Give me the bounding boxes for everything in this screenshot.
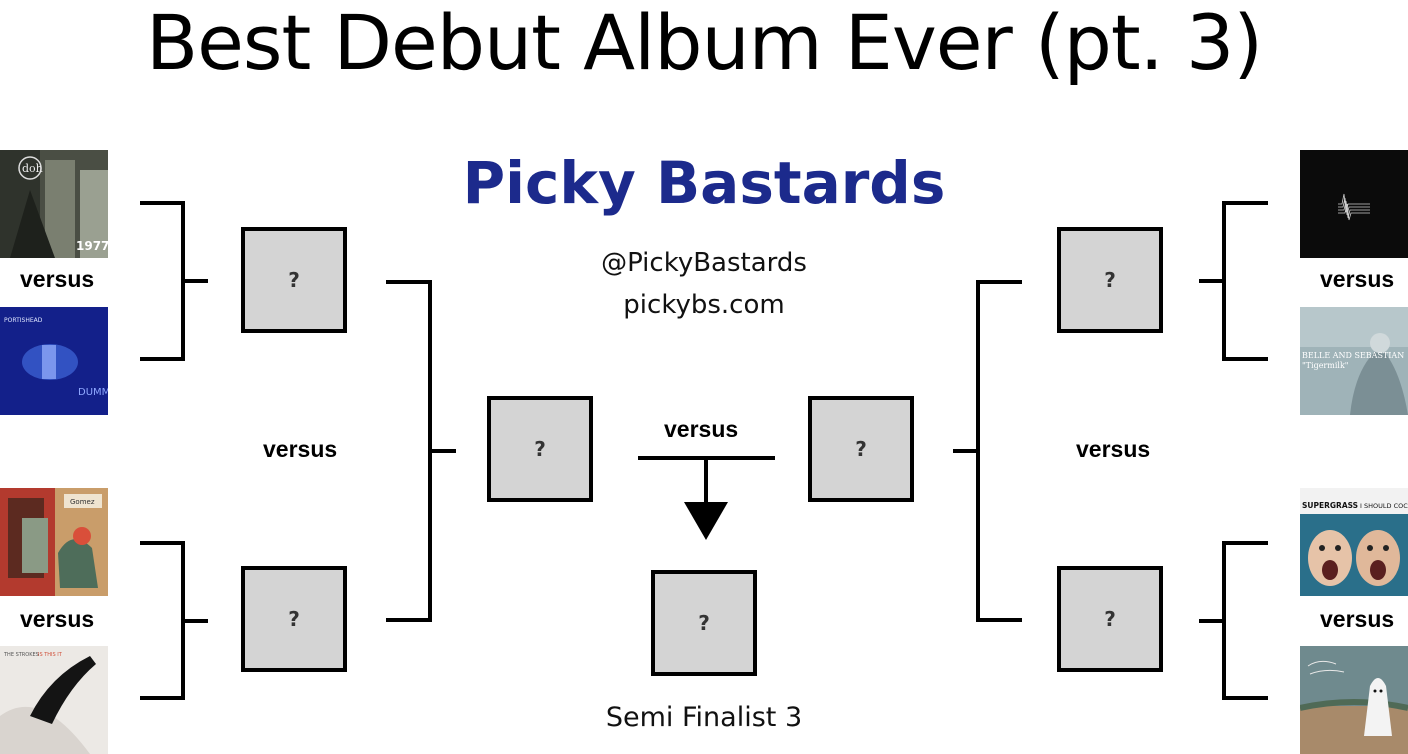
bracket-slot-winner[interactable]: ?: [651, 570, 757, 676]
semi-finalist-label: Semi Finalist 3: [605, 702, 803, 733]
bracket-slot-left-bottom[interactable]: ?: [241, 566, 347, 672]
page-title: Best Debut Album Ever (pt. 3): [146, 0, 1263, 87]
versus-label-center: versus: [664, 416, 739, 442]
svg-text:doh: doh: [22, 162, 43, 175]
versus-label-left-middle: versus: [263, 436, 338, 462]
album-cover-right-3[interactable]: SUPERGRASS I SHOULD COCO: [1300, 488, 1408, 596]
svg-text:THE STROKES: THE STROKES: [3, 652, 39, 658]
bracket-slot-left-semi[interactable]: ?: [487, 396, 593, 502]
svg-text:DUMMY: DUMMY: [78, 387, 108, 398]
svg-text:IS THIS IT: IS THIS IT: [38, 652, 63, 658]
bracket-slot-right-bottom[interactable]: ?: [1057, 566, 1163, 672]
bracket-slot-right-semi[interactable]: ?: [808, 396, 914, 502]
svg-text:BELLE AND SEBASTIAN: BELLE AND SEBASTIAN: [1302, 351, 1404, 360]
brand-name: Picky Bastards: [462, 149, 946, 217]
svg-text:I SHOULD COCO: I SHOULD COCO: [1360, 502, 1408, 510]
down-arrow-icon: [684, 502, 728, 540]
svg-text:PORTISHEAD: PORTISHEAD: [4, 317, 43, 324]
album-cover-left-2[interactable]: PORTISHEAD DUMMY: [0, 307, 108, 415]
versus-label-right-middle: versus: [1076, 436, 1151, 462]
svg-text:SUPERGRASS: SUPERGRASS: [1302, 501, 1358, 510]
versus-label-left-top: versus: [20, 266, 95, 292]
twitter-handle: @PickyBastards: [601, 248, 807, 278]
bracket-slot-left-top[interactable]: ?: [241, 227, 347, 333]
album-cover-left-1[interactable]: doh 1977: [0, 150, 108, 258]
album-cover-left-4[interactable]: THE STROKES IS THIS IT: [0, 646, 108, 754]
versus-label-right-bottom: versus: [1320, 606, 1395, 632]
svg-text:"Tigermilk": "Tigermilk": [1302, 361, 1348, 370]
album-cover-right-4[interactable]: [1300, 646, 1408, 754]
album-cover-left-3[interactable]: Gomez: [0, 488, 108, 596]
svg-text:1977: 1977: [76, 239, 108, 253]
versus-label-left-bottom: versus: [20, 606, 95, 632]
versus-label-right-top: versus: [1320, 266, 1395, 292]
album-cover-right-2[interactable]: BELLE AND SEBASTIAN "Tigermilk": [1300, 307, 1408, 415]
svg-text:Gomez: Gomez: [70, 498, 95, 506]
album-cover-right-1[interactable]: [1300, 150, 1408, 258]
website-url: pickybs.com: [623, 290, 785, 320]
bracket-slot-right-top[interactable]: ?: [1057, 227, 1163, 333]
